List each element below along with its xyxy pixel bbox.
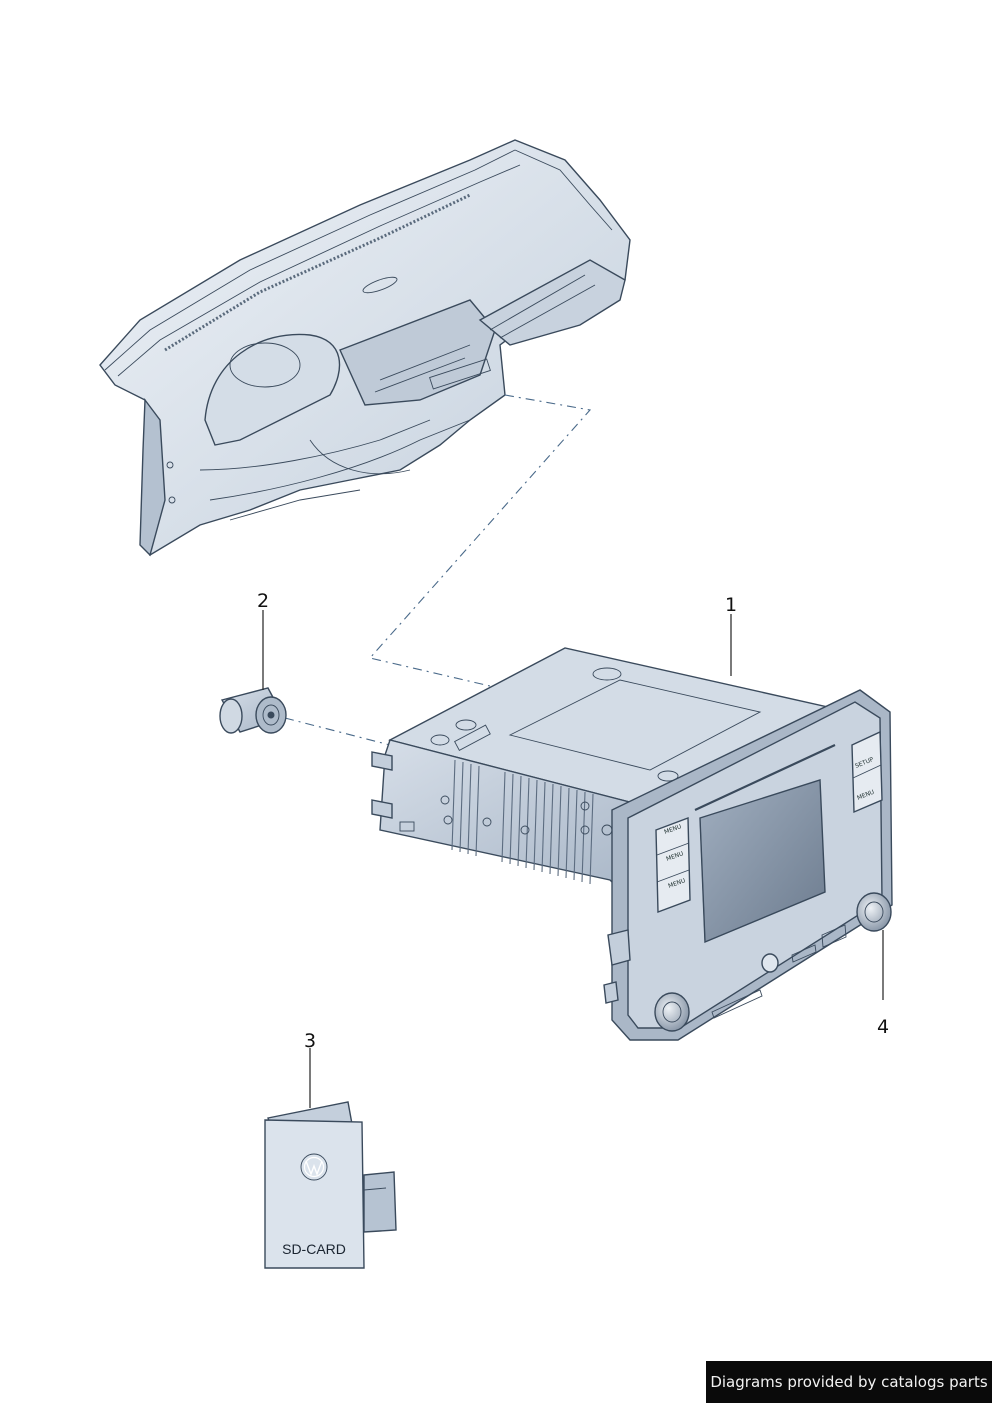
- sd-card-label: SD-CARD: [282, 1241, 346, 1257]
- part-1-radio-unit: MENU MENU MENU SETUP MENU: [371, 647, 893, 1041]
- dashboard-to-radio-dashed-line: [368, 394, 592, 687]
- callout-2: 2: [257, 590, 269, 612]
- dashboard-illustration: [99, 139, 631, 557]
- footer-credit-badge: Diagrams provided by catalogs parts: [706, 1361, 992, 1403]
- part-3-sd-card-manual: SD-CARD: [264, 1101, 397, 1269]
- part-2-connector: [219, 687, 287, 734]
- footer-credit-text: Diagrams provided by catalogs parts: [710, 1373, 988, 1391]
- connector-to-radio-dashed-line: [284, 717, 391, 746]
- callout-4: 4: [877, 1016, 889, 1038]
- callout-3: 3: [304, 1030, 316, 1052]
- callout-1: 1: [725, 594, 737, 616]
